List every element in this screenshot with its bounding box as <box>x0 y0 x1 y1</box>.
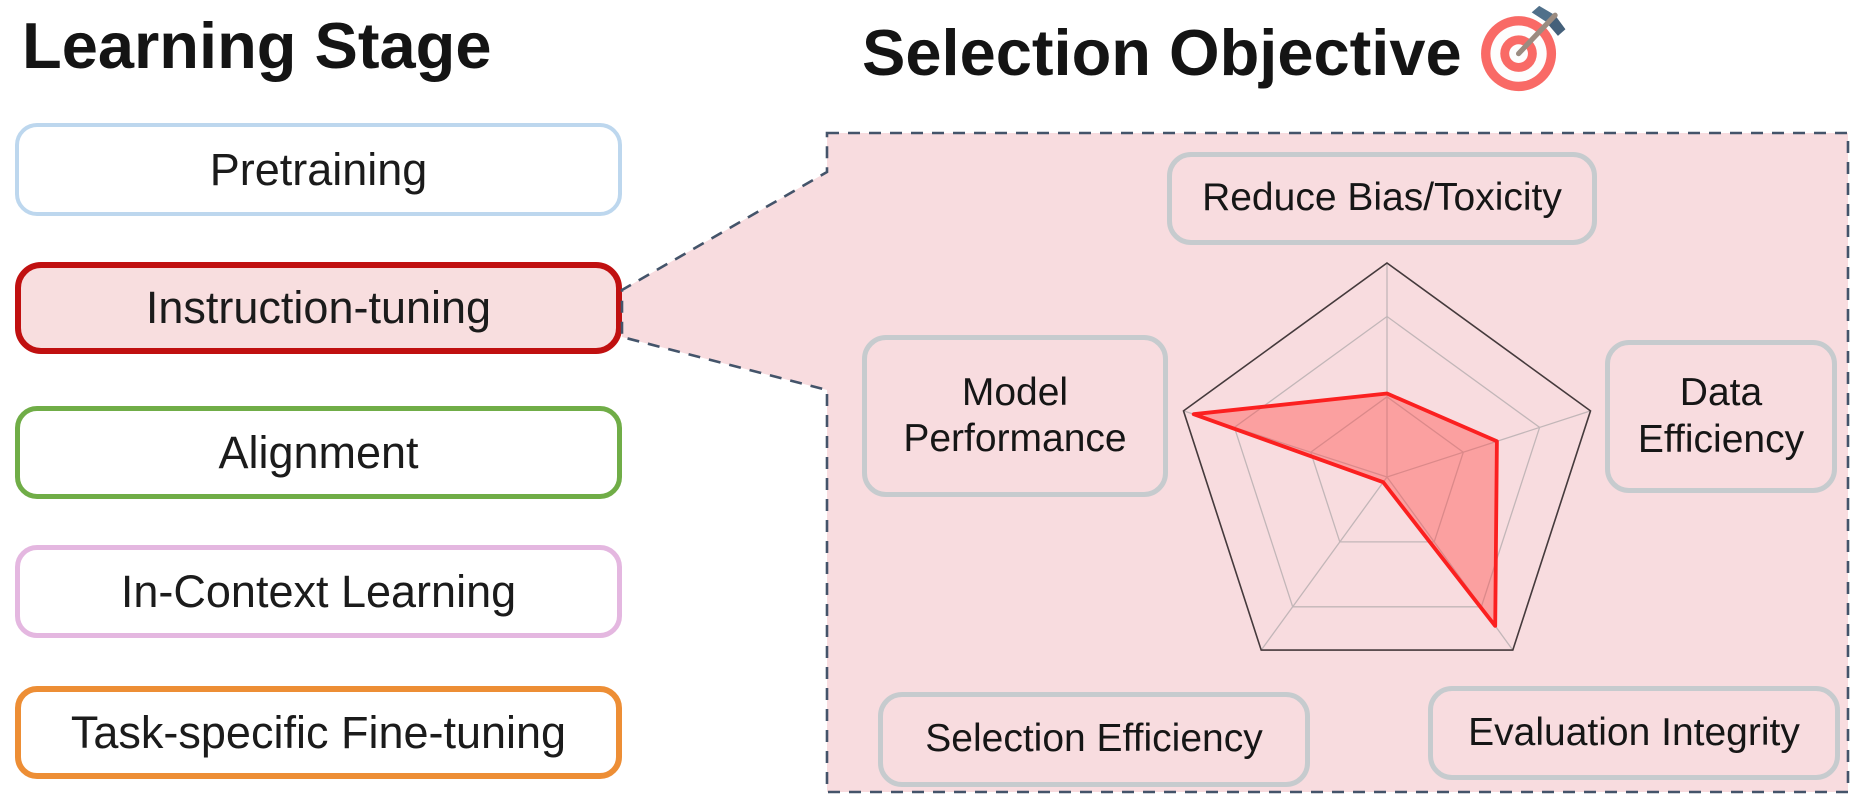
radar-chart <box>1182 262 1592 651</box>
stage-label: Alignment <box>218 426 419 478</box>
radar-outer-ring <box>1182 262 1592 651</box>
radar-spoke <box>1386 410 1591 478</box>
selection-objective-title-text: Selection Objective <box>862 15 1462 89</box>
objective-label: Evaluation Integrity <box>1468 710 1800 754</box>
stage-box-pretraining: Pretraining <box>15 123 622 216</box>
stage-box-instruction-tuning-highlighted: Instruction-tuning <box>15 262 622 354</box>
radar-spoke <box>1260 476 1388 651</box>
stage-box-task-specific-fine-tuning: Task-specific Fine-tuning <box>15 686 622 779</box>
objective-box-evaluation-integrity: Evaluation Integrity <box>1428 686 1840 780</box>
objective-box-reduce-bias-toxicity: Reduce Bias/Toxicity <box>1167 152 1597 245</box>
stage-label: Pretraining <box>209 143 428 195</box>
radar-data-polygon <box>1191 391 1499 628</box>
stage-label: In-Context Learning <box>120 565 517 617</box>
stage-label: Instruction-tuning <box>145 282 492 333</box>
selection-objective-title: Selection Objective <box>862 0 1574 104</box>
objective-label: Selection Efficiency <box>925 717 1263 761</box>
target-dart-emoji-icon <box>1480 3 1574 108</box>
objective-box-model-performance: Model Performance <box>862 335 1168 497</box>
objective-label: Data Efficiency <box>1637 371 1805 461</box>
objective-label: Model Performance <box>903 370 1127 460</box>
objective-box-data-efficiency: Data Efficiency <box>1605 340 1837 493</box>
stage-box-in-context-learning: In-Context Learning <box>15 545 622 638</box>
callout-panel-outline <box>620 131 1850 794</box>
objective-label: Reduce Bias/Toxicity <box>1202 176 1562 220</box>
learning-stage-title: Learning Stage <box>22 9 492 82</box>
stage-box-alignment: Alignment <box>15 406 622 499</box>
stage-label: Task-specific Fine-tuning <box>70 706 567 758</box>
radar-gridline-pentagon <box>1309 395 1465 543</box>
objective-box-selection-efficiency: Selection Efficiency <box>878 692 1310 787</box>
